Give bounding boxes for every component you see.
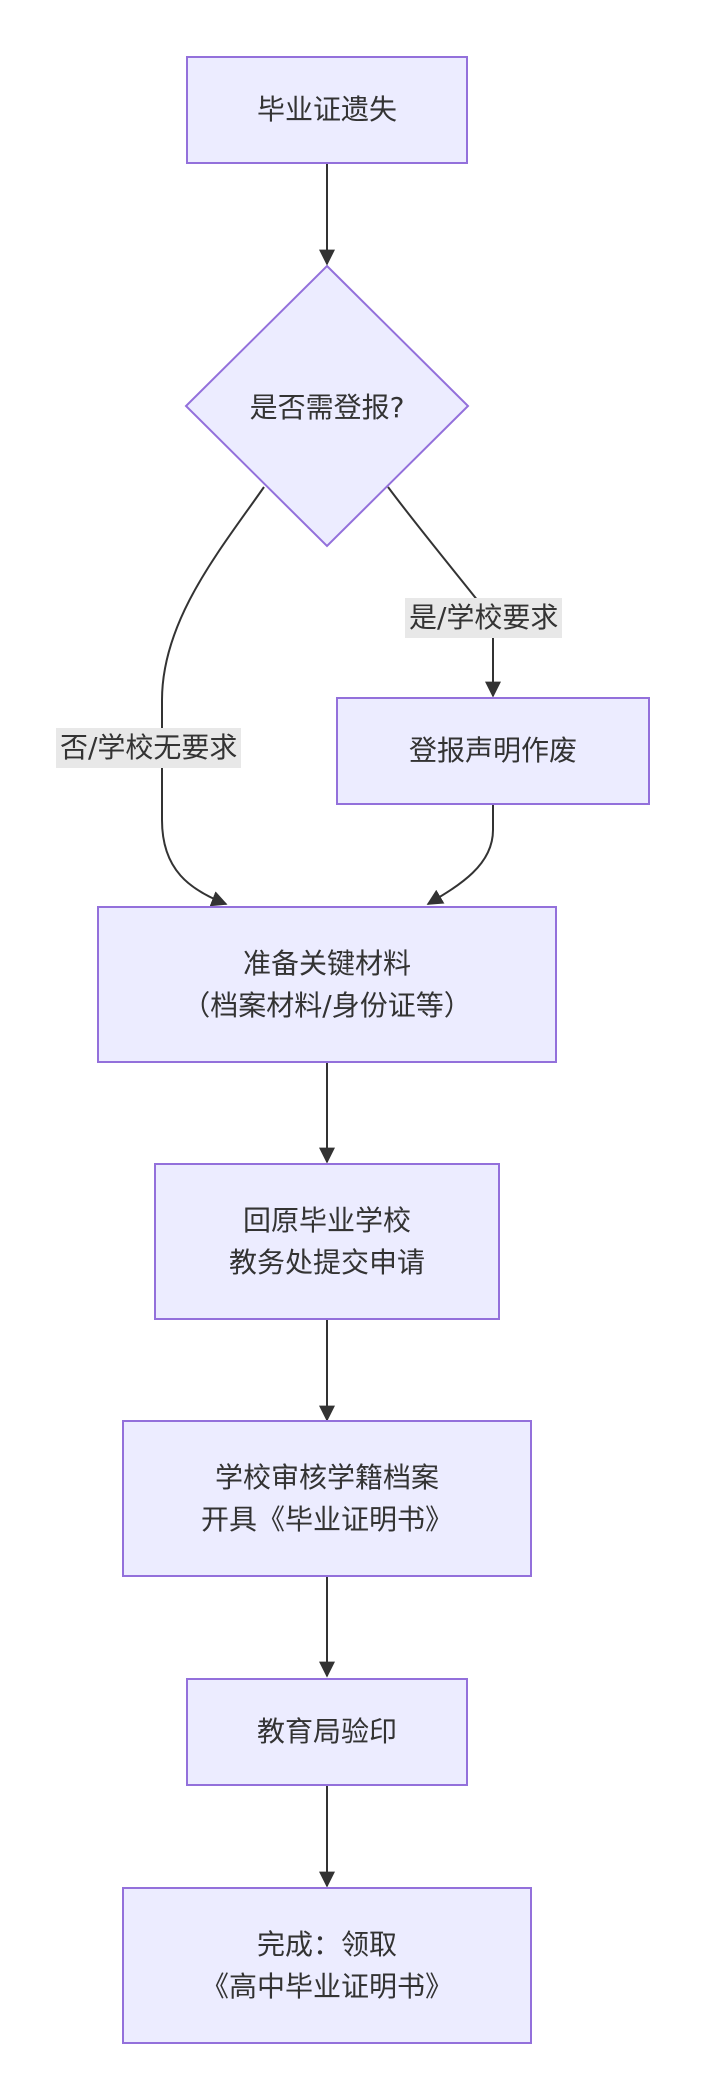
node-start-label: 毕业证遗失 xyxy=(256,93,397,126)
node-review-line2: 开具《毕业证明书》 xyxy=(200,1502,453,1536)
node-stamp-label: 教育局验印 xyxy=(256,1715,397,1748)
decision-label: 是否需登报? xyxy=(186,376,468,436)
node-prepare-line1: 准备关键材料 xyxy=(242,946,411,980)
node-prepare: 准备关键材料 （档案材料/身份证等） xyxy=(97,906,557,1063)
node-start: 毕业证遗失 xyxy=(186,56,468,164)
node-finish-line2: 《高中毕业证明书》 xyxy=(200,1969,453,2003)
node-publish: 登报声明作废 xyxy=(336,697,650,805)
node-finish: 完成：领取 《高中毕业证明书》 xyxy=(122,1887,532,2044)
node-publish-label: 登报声明作废 xyxy=(408,734,577,767)
edge-publish-prepare xyxy=(426,805,494,905)
node-finish-line1: 完成：领取 xyxy=(256,1927,397,1961)
edge-label-no: 否/学校无要求 xyxy=(56,728,242,768)
edge-decision-prepare xyxy=(161,486,265,907)
decision-diamond-shape xyxy=(184,264,470,548)
node-prepare-line2: （档案材料/身份证等） xyxy=(182,988,472,1022)
node-submit: 回原毕业学校 教务处提交申请 xyxy=(154,1163,500,1320)
node-stamp: 教育局验印 xyxy=(186,1678,468,1786)
node-review-line1: 学校审核学籍档案 xyxy=(214,1460,439,1494)
node-submit-line2: 教务处提交申请 xyxy=(228,1245,425,1279)
node-submit-line1: 回原毕业学校 xyxy=(242,1203,411,1237)
edge-label-yes: 是/学校要求 xyxy=(405,598,563,638)
decision-label-text: 是否需登报? xyxy=(249,391,405,424)
edge-decision-publish xyxy=(387,486,501,698)
node-review: 学校审核学籍档案 开具《毕业证明书》 xyxy=(122,1420,532,1577)
